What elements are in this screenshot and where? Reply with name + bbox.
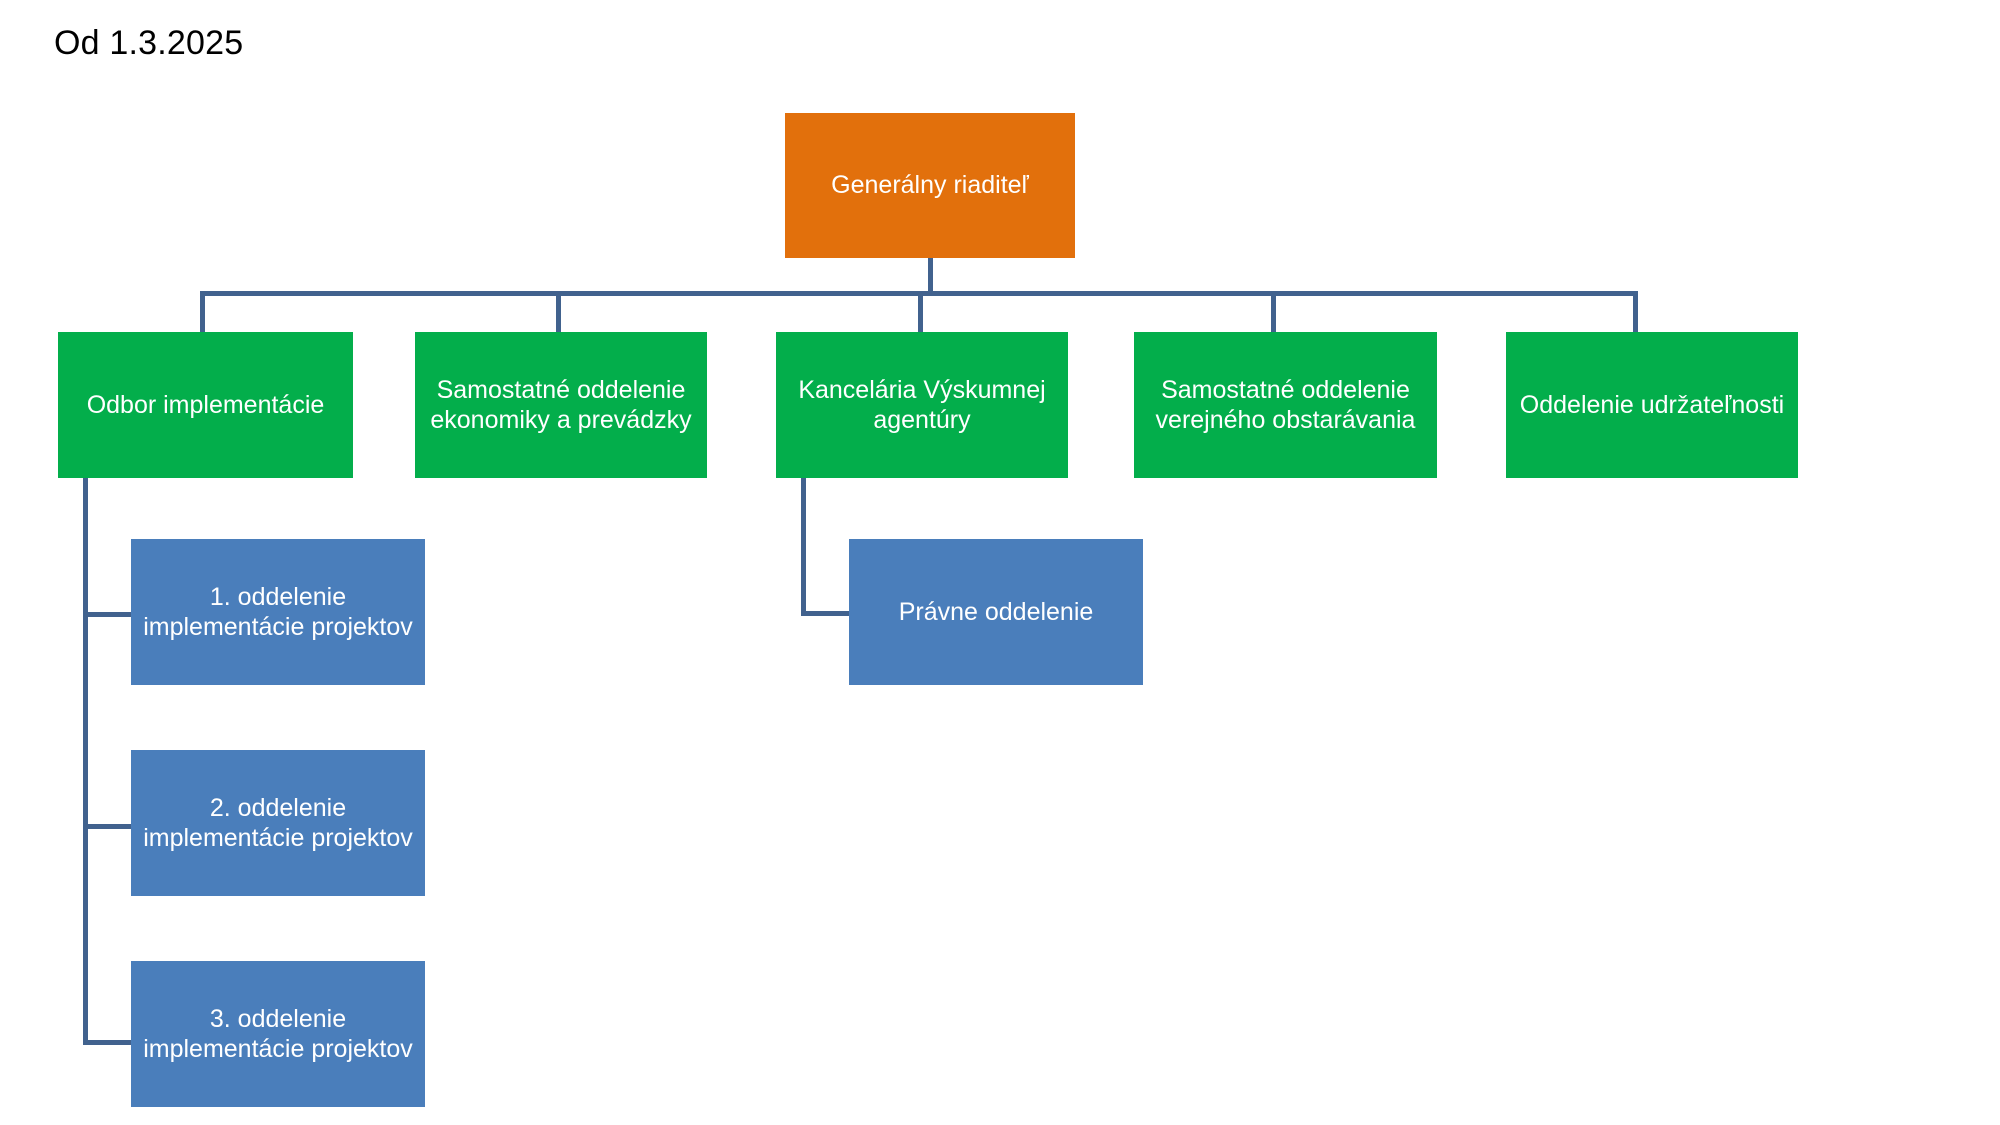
node-label: Právne oddelenie <box>898 597 1094 626</box>
node-label: Odbor implementácie <box>86 390 325 419</box>
connector-drop-department-4 <box>1271 291 1276 332</box>
node-unit-4[interactable]: Právne oddelenie <box>849 539 1143 685</box>
node-department-4[interactable]: Samostatné oddelenie verejného obstaráva… <box>1134 332 1437 478</box>
node-unit-3[interactable]: 3. oddelenie implementácie projektov <box>131 961 425 1107</box>
node-label: Kancelária Výskumnej agentúry <box>798 375 1046 435</box>
node-label: Oddelenie udržateľnosti <box>1519 390 1785 419</box>
node-unit-2[interactable]: 2. oddelenie implementácie projektov <box>131 750 425 896</box>
node-department-1[interactable]: Odbor implementácie <box>58 332 353 478</box>
node-label: 3. oddelenie implementácie projektov <box>143 1004 413 1064</box>
connector-department-1-spine <box>83 478 88 1045</box>
node-label: Generálny riaditeľ <box>831 171 1029 200</box>
connector-department-3-spine <box>801 478 806 616</box>
connector-drop-department-2 <box>556 291 561 332</box>
node-department-5[interactable]: Oddelenie udržateľnosti <box>1506 332 1798 478</box>
page-title: Od 1.3.2025 <box>54 24 244 62</box>
node-label: 2. oddelenie implementácie projektov <box>143 793 413 853</box>
node-label: Samostatné oddelenie ekonomiky a prevádz… <box>430 375 692 435</box>
connector-drop-department-1 <box>200 291 205 332</box>
node-generalny-riaditel[interactable]: Generálny riaditeľ <box>785 113 1075 258</box>
node-department-2[interactable]: Samostatné oddelenie ekonomiky a prevádz… <box>415 332 707 478</box>
node-department-3[interactable]: Kancelária Výskumnej agentúry <box>776 332 1068 478</box>
node-label: Samostatné oddelenie verejného obstaráva… <box>1155 375 1416 435</box>
connector-root-stem <box>928 258 933 296</box>
connector-drop-department-5 <box>1633 291 1638 332</box>
connector-branch-unit-1 <box>83 612 131 617</box>
node-label: 1. oddelenie implementácie projektov <box>143 582 413 642</box>
node-unit-1[interactable]: 1. oddelenie implementácie projektov <box>131 539 425 685</box>
connector-drop-department-3 <box>918 291 923 332</box>
connector-branch-unit-2 <box>83 824 131 829</box>
connector-branch-unit-4 <box>801 611 849 616</box>
connector-branch-unit-3 <box>83 1040 131 1045</box>
